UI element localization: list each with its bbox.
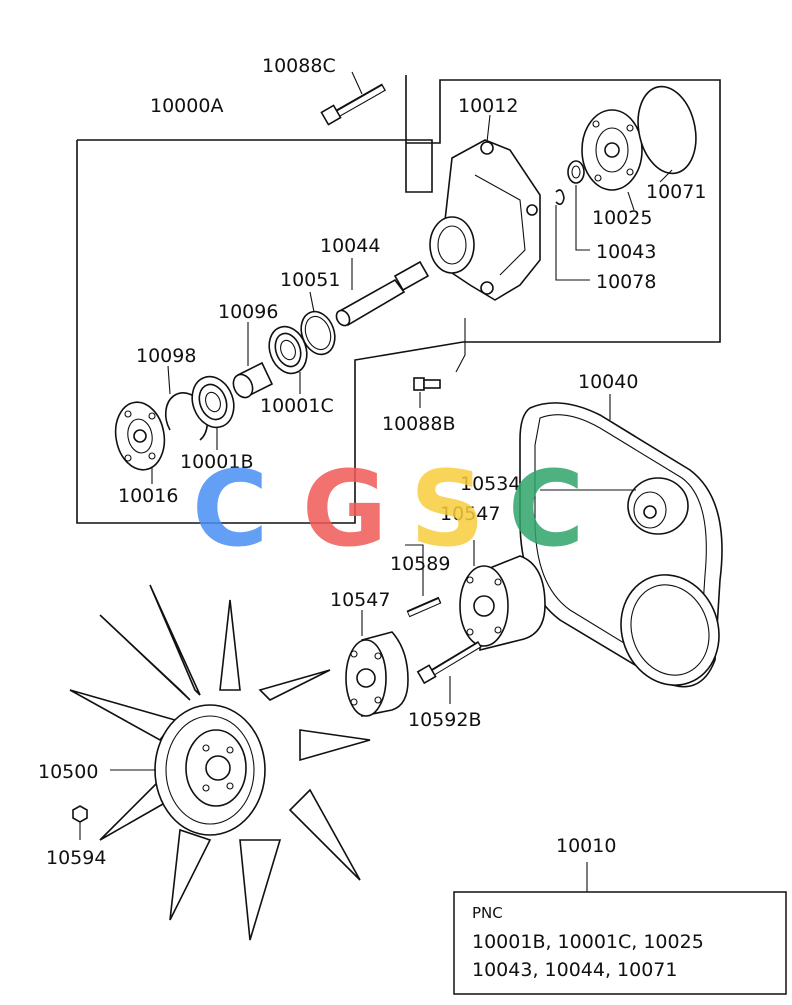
watermark-letter: S xyxy=(410,448,485,570)
bolt-10088b xyxy=(413,318,466,408)
label-10044: 10044 xyxy=(320,235,380,257)
watermark-letter: G xyxy=(302,448,387,570)
label-10534: 10534 xyxy=(460,473,520,495)
label-10088b: 10088B xyxy=(382,413,455,435)
ring-10043 xyxy=(567,160,590,251)
shaft-10044 xyxy=(335,258,430,327)
label-10016: 10016 xyxy=(118,485,178,507)
spacer-10547-upper xyxy=(459,540,546,652)
label-10088c: 10088C xyxy=(262,55,336,77)
flange-10016 xyxy=(114,401,166,484)
clip-10078 xyxy=(555,189,590,281)
label-10547-upper: 10547 xyxy=(440,503,500,525)
label-10051: 10051 xyxy=(280,269,340,291)
pnc-line-1: 10001B, 10001C, 10025 xyxy=(472,931,704,953)
bolt-10592b xyxy=(416,640,482,704)
spacer-10547-lower xyxy=(345,610,409,717)
label-10010: 10010 xyxy=(556,835,616,857)
nut-10594 xyxy=(72,805,88,840)
bearing-10001c xyxy=(268,325,308,394)
label-10000a: 10000A xyxy=(150,95,223,117)
label-10040: 10040 xyxy=(578,371,638,393)
impeller-10025 xyxy=(581,109,643,211)
fan-10500 xyxy=(69,584,371,941)
pnc-box: PNC 10001B, 10001C, 10025 10043, 10044, … xyxy=(453,862,787,995)
watermark-letter: C xyxy=(192,448,268,570)
label-10592b: 10592B xyxy=(408,709,481,731)
label-10078: 10078 xyxy=(596,271,656,293)
pulley-10534 xyxy=(540,477,689,535)
pump-housing-10012 xyxy=(429,114,541,301)
assembly-outline xyxy=(76,79,721,524)
label-10500: 10500 xyxy=(38,761,98,783)
label-10001c: 10001C xyxy=(260,395,334,417)
label-10594: 10594 xyxy=(46,847,106,869)
label-10043: 10043 xyxy=(596,241,656,263)
label-10012: 10012 xyxy=(458,95,518,117)
spacer-10096 xyxy=(232,322,274,399)
bearing-10001b xyxy=(191,375,235,450)
gasket-10071 xyxy=(637,85,697,183)
label-10098: 10098 xyxy=(136,345,196,367)
watermark-letter: C xyxy=(508,448,584,570)
bolt-10088c xyxy=(320,71,386,126)
crank-pulley xyxy=(620,574,720,686)
label-10001b: 10001B xyxy=(180,451,253,473)
pnc-line-2: 10043, 10044, 10071 xyxy=(472,959,677,981)
label-10547-lower: 10547 xyxy=(330,589,390,611)
label-10096: 10096 xyxy=(218,301,278,323)
label-10071: 10071 xyxy=(646,181,706,203)
stud-10589 xyxy=(405,544,442,618)
label-10589: 10589 xyxy=(390,553,450,575)
label-10025: 10025 xyxy=(592,207,652,229)
pnc-heading: PNC xyxy=(472,904,503,922)
